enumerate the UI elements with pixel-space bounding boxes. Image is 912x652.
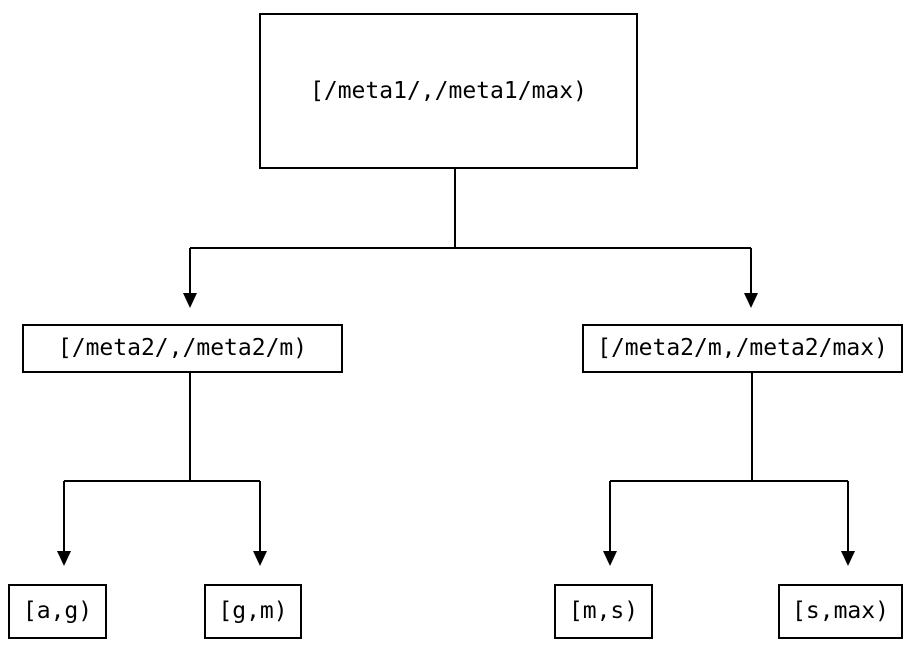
tree-node-leaf-ag: [a,g) [8, 584, 107, 639]
tree-node-root-label: [/meta1/,/meta1/max) [310, 77, 587, 104]
tree-node-leaf-gm-label: [g,m) [218, 598, 288, 624]
arrowhead-down-icon [841, 551, 855, 566]
arrowhead-down-icon [603, 551, 617, 566]
arrowhead-down-icon [183, 293, 197, 308]
arrowhead-down-icon [253, 551, 267, 566]
tree-node-leaf-ms-label: [m,s) [568, 598, 639, 624]
edge-group-right [603, 373, 855, 566]
tree-node-leaf-ag-label: [a,g) [22, 598, 93, 624]
tree-node-left-label: [/meta2/,/meta2/m) [57, 335, 308, 361]
tree-node-leaf-smax: [s,max) [778, 584, 903, 639]
tree-node-root: [/meta1/,/meta1/max) [259, 13, 638, 169]
tree-node-right: [/meta2/m,/meta2/max) [582, 324, 903, 373]
tree-node-right-label: [/meta2/m,/meta2/max) [597, 335, 888, 361]
arrowhead-down-icon [57, 551, 71, 566]
tree-node-leaf-gm: [g,m) [204, 584, 302, 639]
arrowhead-down-icon [744, 293, 758, 308]
tree-node-leaf-smax-label: [s,max) [792, 598, 889, 624]
edge-group-left [57, 373, 267, 566]
tree-node-left: [/meta2/,/meta2/m) [22, 324, 343, 373]
edge-group-root [183, 169, 758, 308]
tree-node-leaf-ms: [m,s) [554, 584, 653, 639]
